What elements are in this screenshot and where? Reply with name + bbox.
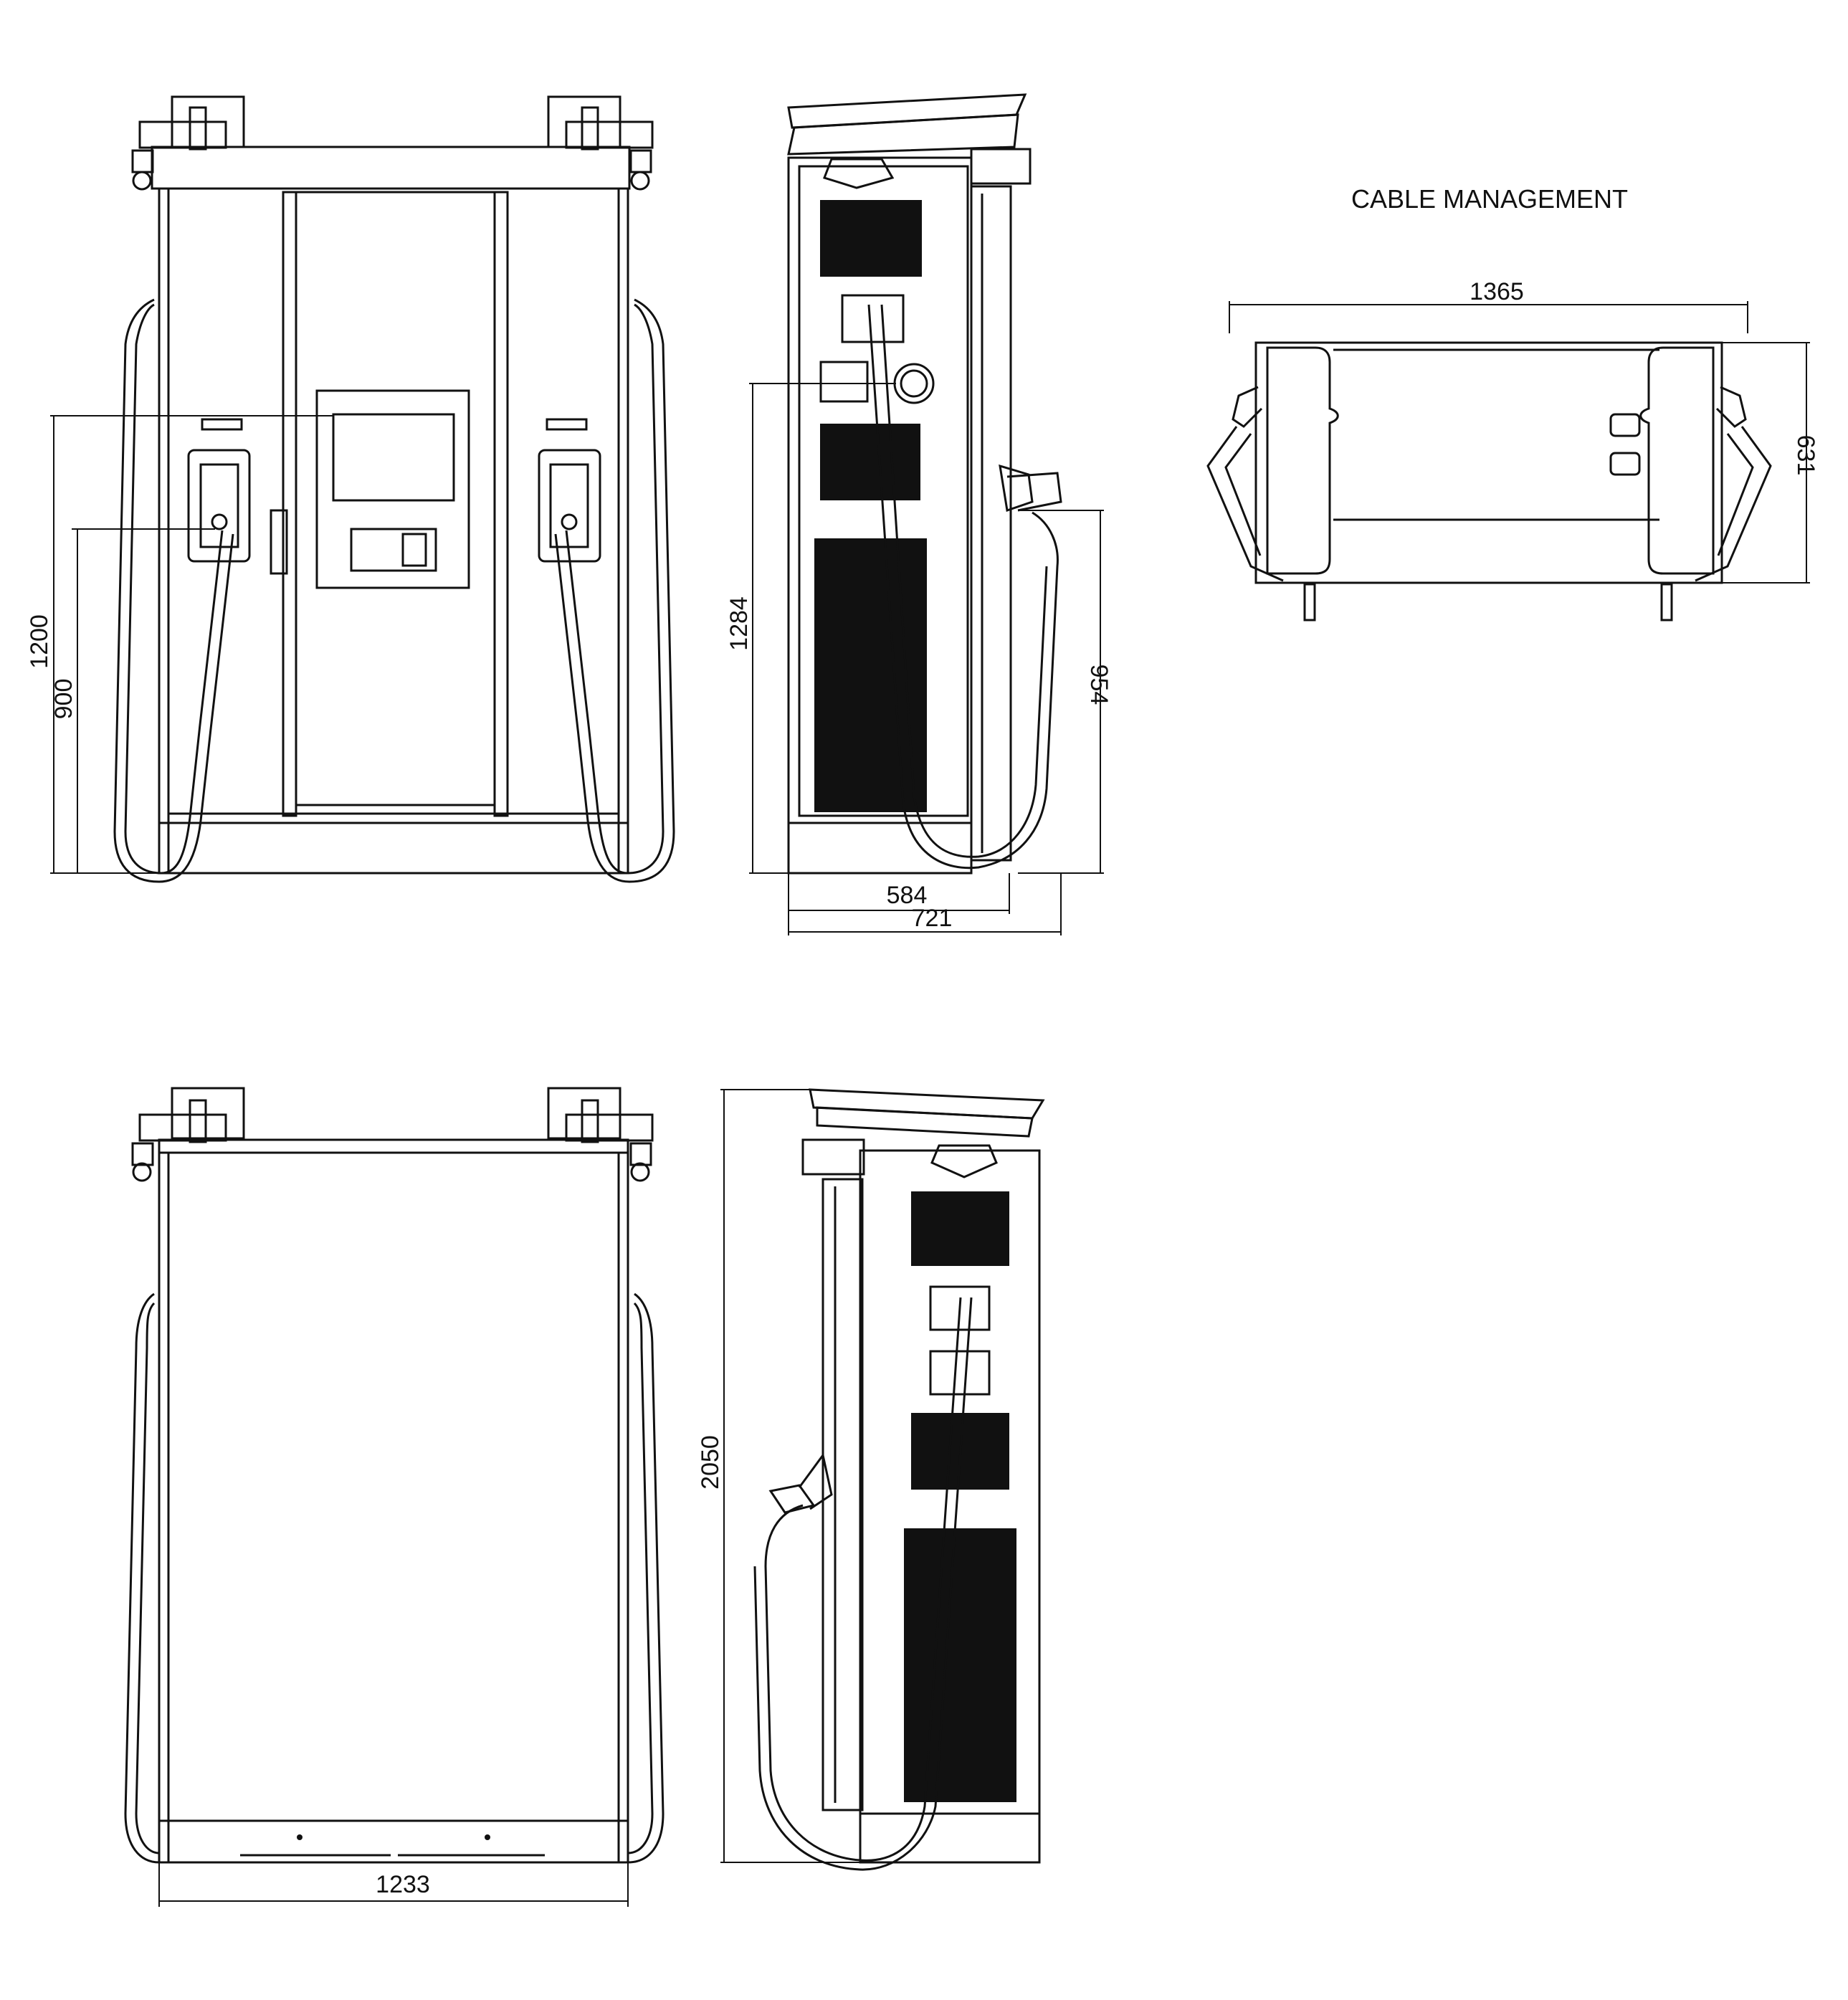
side-door-edge <box>970 185 1012 862</box>
front-screen-frame <box>315 389 470 589</box>
front-cabinet <box>158 187 629 875</box>
rear-side-holster-gun <box>768 1484 816 1514</box>
rear-left-arm <box>131 1087 245 1182</box>
side-vent-bottom <box>814 538 927 812</box>
side-vent-top <box>820 200 922 277</box>
side-view: 1284 954 584 721 <box>725 93 1113 935</box>
side-canopy <box>787 93 1027 129</box>
dim-label-721: 721 <box>912 905 953 932</box>
top-right-connector <box>1660 583 1673 622</box>
rear-screw-left <box>297 1834 303 1840</box>
top-right-arm <box>1715 386 1747 428</box>
front-right-cable <box>565 303 665 875</box>
front-divider-right <box>493 191 509 817</box>
front-card-reader <box>350 528 437 572</box>
top-body <box>1254 341 1723 584</box>
front-left-holster <box>187 449 251 563</box>
dim-label-954: 954 <box>1085 665 1113 705</box>
rear-top-rail <box>158 1138 629 1154</box>
dim-label-900: 900 <box>50 679 77 720</box>
front-left-arm <box>131 95 245 191</box>
front-view: 1200 900 <box>26 95 675 883</box>
front-door-handle <box>270 509 288 575</box>
top-right-end <box>1639 346 1715 575</box>
side-arm <box>970 148 1032 185</box>
dim-label-1233: 1233 <box>376 1871 430 1898</box>
dim-label-1200: 1200 <box>26 614 53 669</box>
dim-label-1284: 1284 <box>725 596 753 651</box>
front-right-arm <box>547 95 654 191</box>
rear-side-arm <box>801 1138 865 1176</box>
rear-side-vent-bottom <box>904 1528 1016 1802</box>
front-screen <box>332 413 455 502</box>
front-left-indicator <box>201 418 243 431</box>
cable-management-title: CABLE MANAGEMENT <box>1351 184 1628 214</box>
rear-right-arm <box>547 1087 654 1182</box>
rear-side-cabinet <box>859 1149 1041 1864</box>
dim-label-631: 631 <box>1792 435 1819 476</box>
top-left-arm <box>1232 386 1263 428</box>
rear-side-hook <box>930 1144 998 1178</box>
front-divider-left <box>282 191 297 817</box>
front-right-indicator <box>546 418 588 431</box>
rear-side-cable <box>764 1297 962 1862</box>
top-view: CABLE MANAGEMENT 1365 631 <box>1206 184 1819 622</box>
front-right-holster <box>538 449 601 563</box>
rear-left-cable <box>124 1292 160 1864</box>
rear-side-door-edge <box>821 1178 864 1811</box>
rear-side-vent-top <box>911 1191 1009 1266</box>
rear-side-socket <box>929 1285 991 1331</box>
rear-side-view: 2050 <box>697 1088 1045 1871</box>
top-button-1 <box>1609 413 1641 437</box>
top-left-end <box>1266 346 1339 575</box>
dim-label-584: 584 <box>887 882 928 909</box>
side-socket <box>841 294 905 343</box>
top-button-2 <box>1609 452 1641 476</box>
rear-side-label-plate <box>929 1350 991 1396</box>
rear-right-cable <box>627 1292 665 1864</box>
side-hook <box>823 158 895 189</box>
top-left-connector <box>1303 583 1316 622</box>
side-label-plate <box>819 361 869 403</box>
side-holster-gun <box>999 464 1034 512</box>
dim-label-1365: 1365 <box>1470 278 1524 305</box>
front-center-panel <box>295 191 496 806</box>
rear-screw-right <box>485 1834 490 1840</box>
dim-label-2050: 2050 <box>697 1435 724 1490</box>
rear-view: 1233 <box>124 1087 665 1907</box>
rear-cabinet <box>158 1151 629 1864</box>
front-top-rail <box>151 146 631 190</box>
front-left-cable <box>124 303 224 875</box>
side-vent-middle <box>820 424 920 500</box>
side-cable <box>867 304 1059 870</box>
